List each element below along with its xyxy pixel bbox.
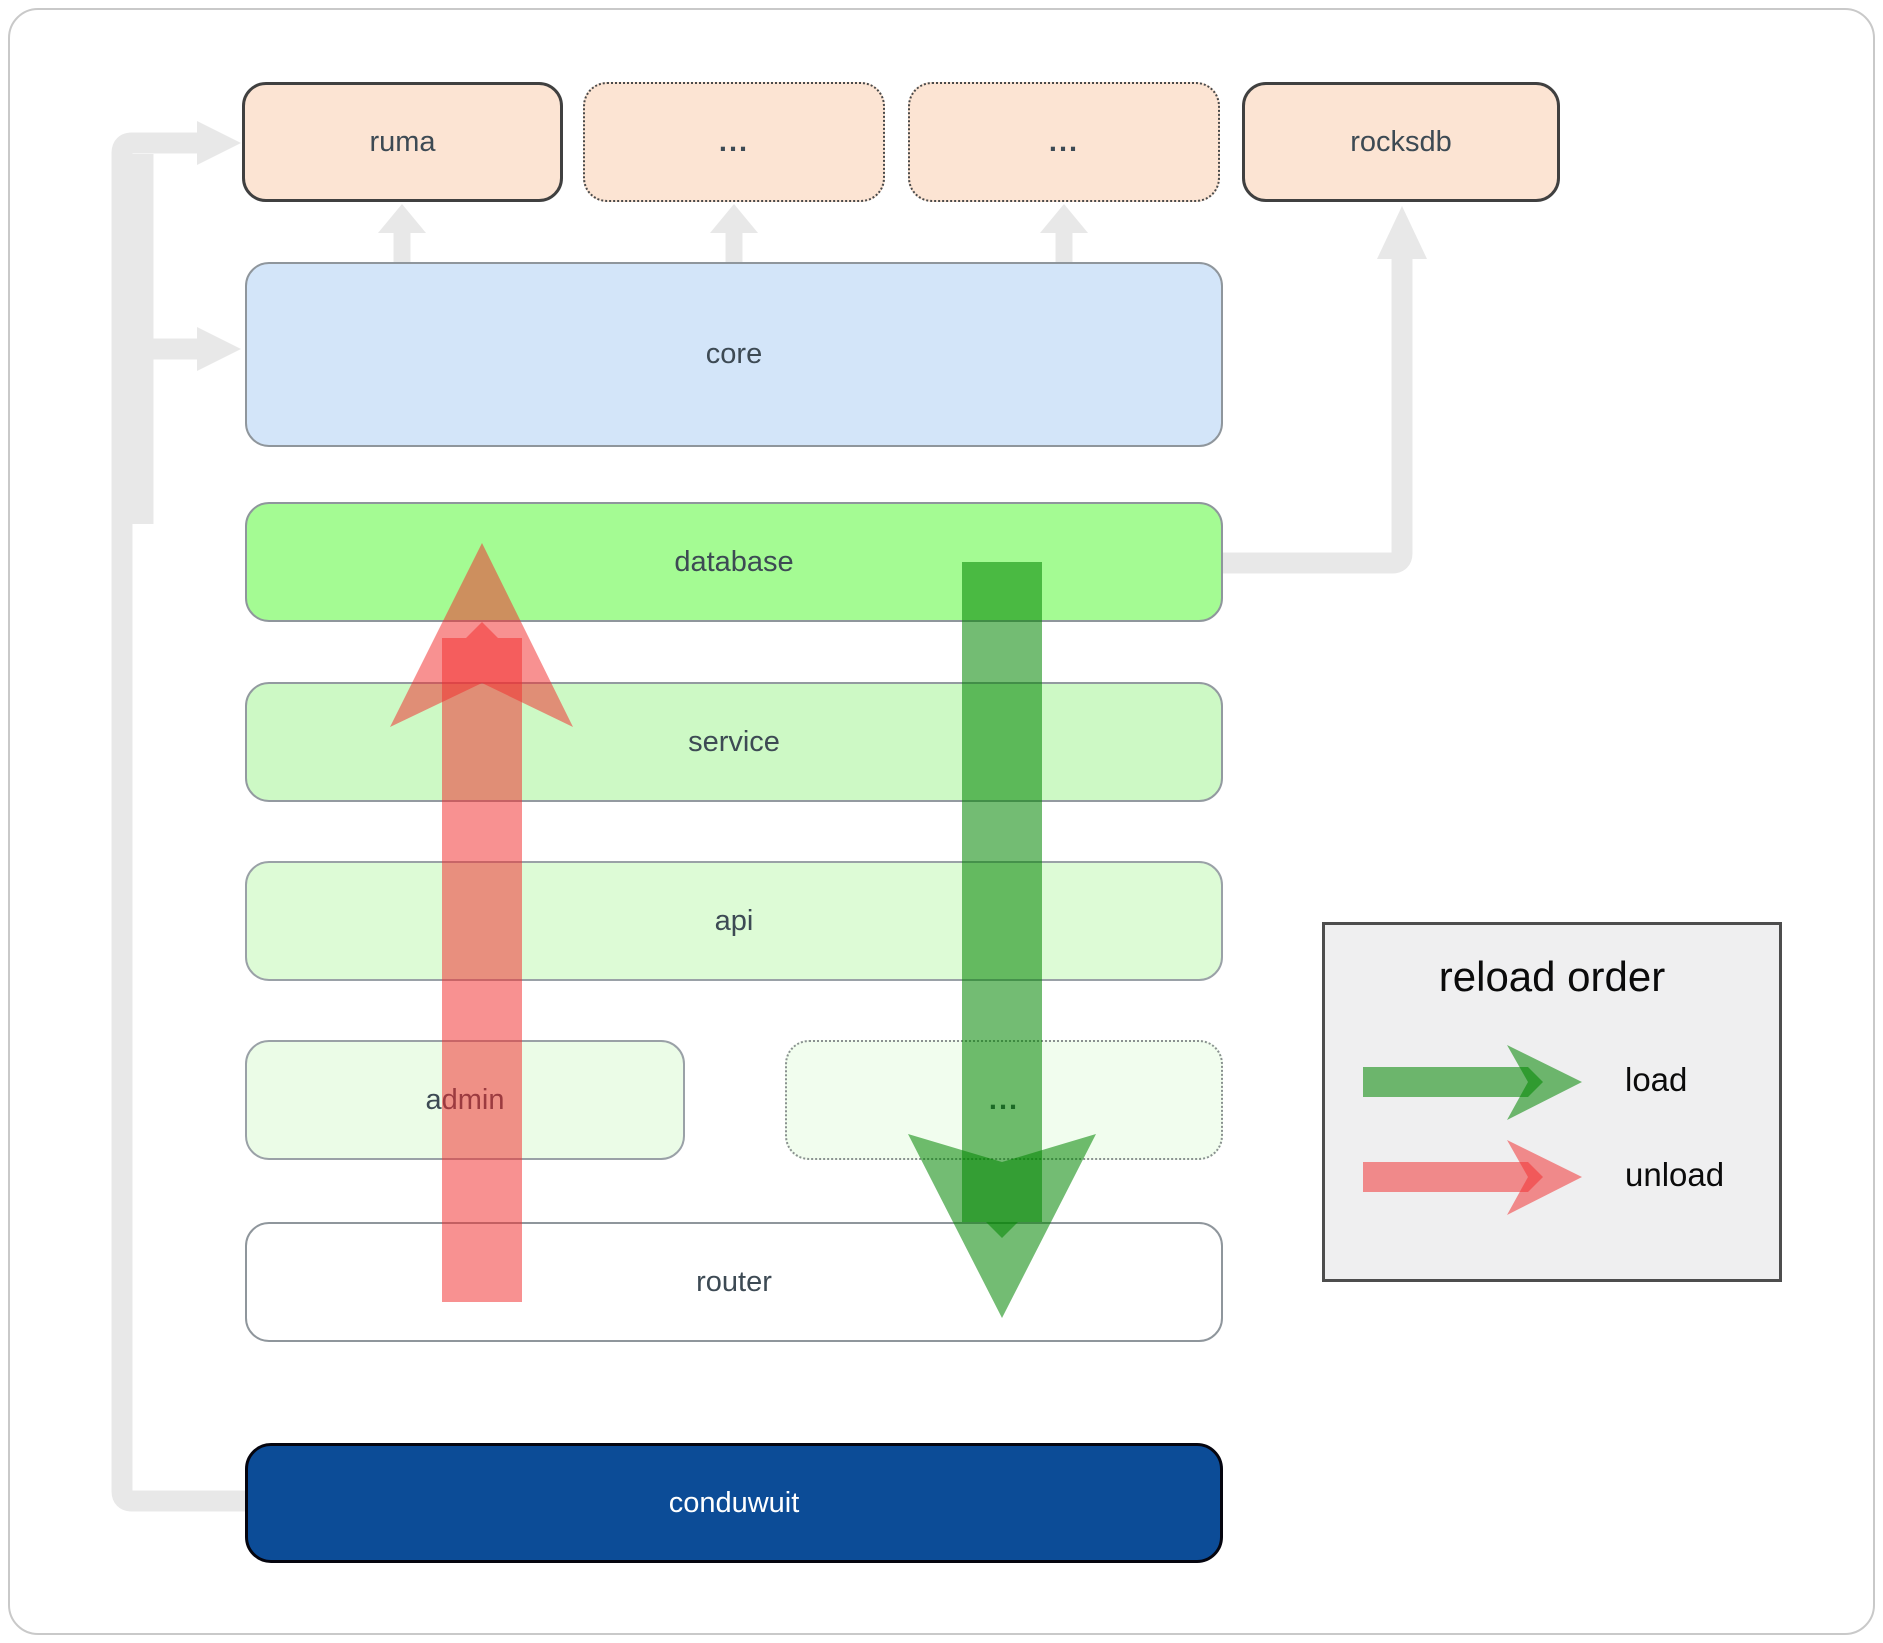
node-core: core (245, 262, 1223, 447)
legend-box: reload order (1322, 922, 1782, 1282)
connector-core-ruma-arrowhead-icon (378, 204, 426, 233)
legend-title: reload order (1438, 953, 1666, 1000)
node-conduwuit: conduwuit (245, 1443, 1223, 1563)
node-core-label: core (705, 338, 763, 370)
connector-core-crate2-arrowhead-icon (1040, 204, 1088, 233)
node-api: api (245, 861, 1223, 981)
node-crate-ellipsis-2-label: ... (1048, 125, 1080, 158)
node-service-label: service (688, 725, 780, 758)
node-service-ellipsis-label: ... (988, 1083, 1020, 1116)
node-service: service (245, 682, 1223, 802)
node-database-label: database (674, 545, 794, 578)
node-ruma-label: ruma (369, 125, 436, 158)
connector-core-arrowhead-icon (197, 327, 241, 371)
node-admin: admin (245, 1040, 685, 1160)
node-admin-label: admin (425, 1083, 505, 1116)
node-router: router (245, 1222, 1223, 1342)
node-service-ellipsis: ... (785, 1040, 1223, 1160)
node-rocksdb: rocksdb (1242, 82, 1560, 202)
node-crate-ellipsis-1: ... (583, 82, 885, 202)
node-api-label: api (714, 904, 754, 937)
node-ruma: ruma (242, 82, 563, 202)
legend-unload-label: unload (1625, 1156, 1725, 1193)
node-rocksdb-label: rocksdb (1350, 125, 1452, 158)
connector-rocksdb-arrowhead-icon (1377, 206, 1427, 259)
diagram-outer-frame (8, 8, 1875, 1635)
node-conduwuit-label: conduwuit (668, 1486, 800, 1519)
node-crate-ellipsis-1-label: ... (718, 125, 750, 158)
connector-conduwuit-ruma (111, 132, 245, 1512)
connector-core-crate1-arrowhead-icon (710, 204, 758, 233)
connector-database-rocksdb (1223, 258, 1413, 574)
node-database: database (245, 502, 1223, 622)
legend-load-label: load (1625, 1061, 1688, 1098)
node-router-label: router (696, 1265, 772, 1298)
connector-ruma-arrowhead-icon (197, 121, 241, 165)
node-crate-ellipsis-2: ... (908, 82, 1220, 202)
